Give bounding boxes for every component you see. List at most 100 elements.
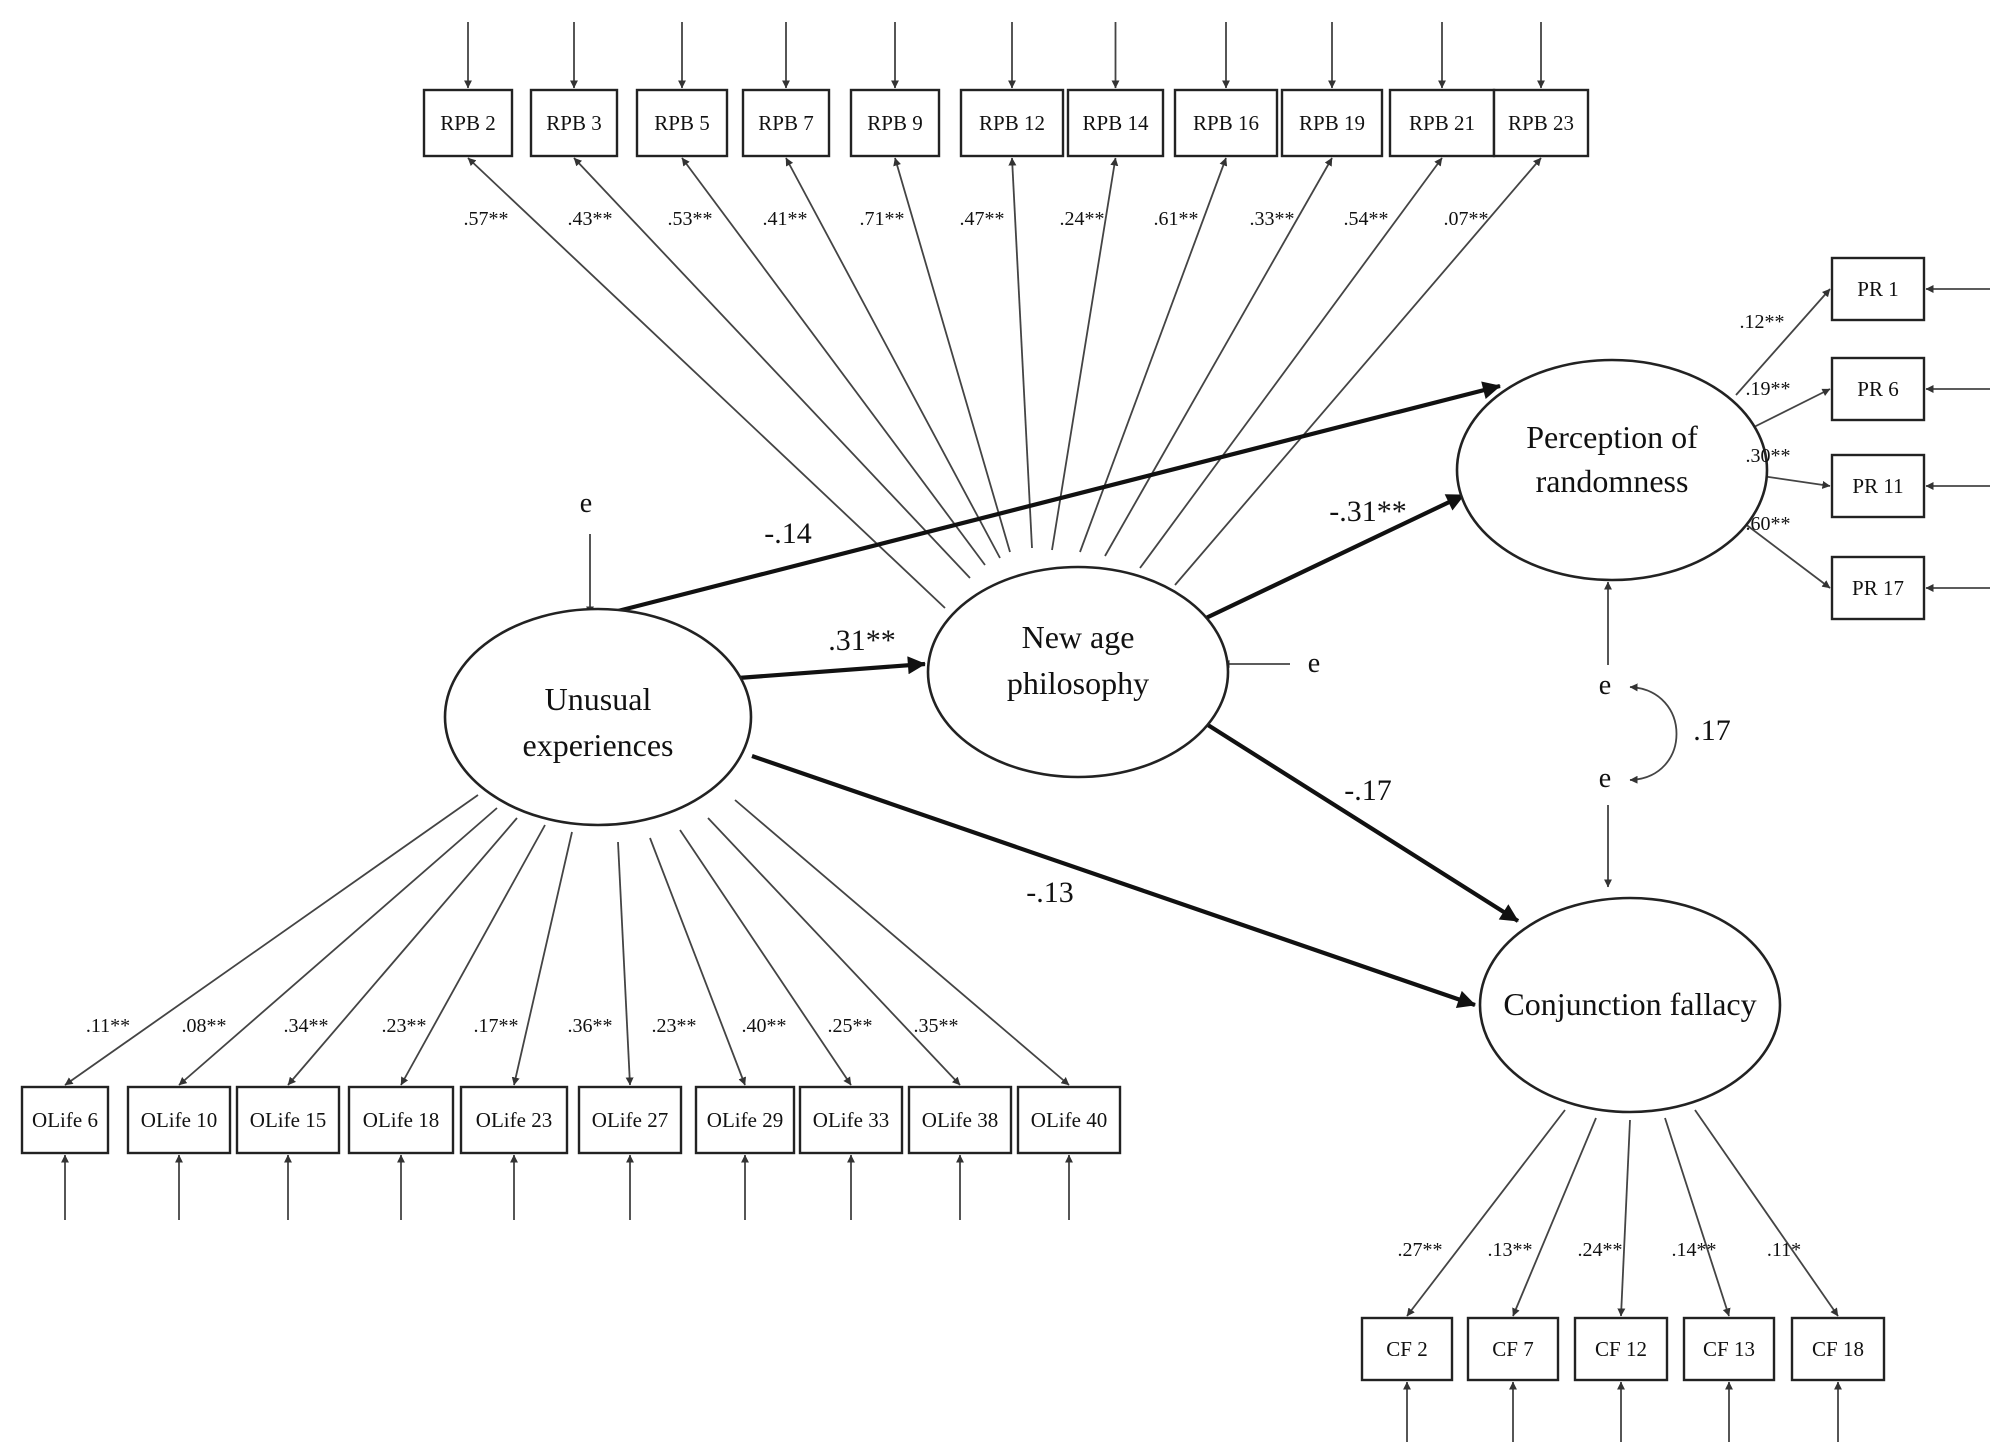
indicator-box-rpb-2 <box>422 88 514 158</box>
loading-label-pr-11: .30** <box>1746 445 1791 467</box>
loading-label-rpb-21: .54** <box>1344 208 1389 230</box>
loading-arrow-pr-6 <box>1747 388 1831 431</box>
loading-arrow-olife-33 <box>679 829 852 1086</box>
loading-arrow-pr-1 <box>1735 288 1831 396</box>
coef-na-to-pr: -.31** <box>1329 495 1407 528</box>
indicator-box-cf-2 <box>1360 1316 1454 1382</box>
indicator-box-rpb-12 <box>959 88 1065 158</box>
coef-ue-to-pr: -.14 <box>764 517 812 550</box>
loading-arrow-rpb-19 <box>1104 157 1333 557</box>
indicator-box-rpb-5 <box>635 88 729 158</box>
latent-unusual-label-2: experiences <box>522 727 673 763</box>
structural-error-arrows <box>586 534 1678 888</box>
indicator-box-cf-7 <box>1466 1316 1560 1382</box>
indicator-label-cf-7: CF 7 <box>1492 1337 1533 1361</box>
structural-paths <box>609 381 1520 1008</box>
loading-arrow-olife-10 <box>178 807 498 1086</box>
loading-arrow-cf-18 <box>1694 1109 1839 1317</box>
indicator-label-olife-18: OLife 18 <box>363 1108 439 1132</box>
indicator-box-olife-29 <box>694 1085 796 1155</box>
loading-arrow-olife-6 <box>64 794 479 1086</box>
indicator-box-olife-18 <box>347 1085 455 1155</box>
indicator-box-rpb-7 <box>741 88 831 158</box>
indicator-box-olife-15 <box>235 1085 341 1155</box>
latent-unusual-experiences <box>443 607 753 827</box>
latent-perception-of-randomness <box>1455 358 1769 582</box>
indicator-label-olife-29: OLife 29 <box>707 1108 783 1132</box>
loading-arrow-rpb-14 <box>1051 157 1119 551</box>
latent-conjunction-fallacy <box>1478 896 1782 1114</box>
loading-label-pr-1: .12** <box>1740 311 1785 333</box>
indicator-label-rpb-2: RPB 2 <box>440 111 495 135</box>
loading-arrow-olife-29 <box>649 837 747 1086</box>
indicator-label-rpb-19: RPB 19 <box>1299 111 1365 135</box>
loading-arrow-olife-23 <box>511 831 573 1086</box>
indicator-label-cf-12: CF 12 <box>1595 1337 1647 1361</box>
indicator-box-rpb-14 <box>1066 88 1165 158</box>
latent-perception-label-1: Perception of <box>1526 419 1698 455</box>
loading-label-olife-33: .40** <box>742 1015 787 1037</box>
latent-newage-label-1: New age <box>1022 619 1135 655</box>
indicator-box-pr-1 <box>1830 256 1926 322</box>
indicator-label-rpb-16: RPB 16 <box>1193 111 1259 135</box>
indicator-box-olife-38 <box>907 1085 1013 1155</box>
loading-label-olife-38: .25** <box>828 1015 873 1037</box>
loading-arrow-rpb-23 <box>1174 157 1542 586</box>
loading-label-olife-23: .17** <box>474 1015 519 1037</box>
latent-variables: Unusual experiences New age philosophy P… <box>443 358 1782 1114</box>
indicator-box-rpb-16 <box>1173 88 1279 158</box>
loading-label-rpb-12: .47** <box>960 208 1005 230</box>
indicator-box-olife-10 <box>126 1085 232 1155</box>
loading-arrow-rpb-7 <box>785 157 1001 559</box>
indicator-box-rpb-19 <box>1280 88 1384 158</box>
indicator-box-cf-12 <box>1573 1316 1669 1382</box>
loading-label-rpb-14: .24** <box>1060 208 1105 230</box>
indicator-box-olife-40 <box>1016 1085 1122 1155</box>
loading-label-rpb-3: .43** <box>568 208 613 230</box>
indicator-box-pr-6 <box>1830 356 1926 422</box>
path-ue-to-cf <box>751 754 1476 1008</box>
loading-arrow-olife-18 <box>400 824 546 1086</box>
indicator-label-olife-10: OLife 10 <box>141 1108 217 1132</box>
loading-label-rpb-5: .53** <box>668 208 713 230</box>
indicator-box-olife-6 <box>20 1085 110 1155</box>
indicator-label-pr-1: PR 1 <box>1857 277 1898 301</box>
coef-na-to-cf: -.17 <box>1344 774 1392 807</box>
indicator-box-rpb-3 <box>529 88 619 158</box>
indicator-box-olife-23 <box>459 1085 569 1155</box>
loading-label-olife-15: .34** <box>284 1015 329 1037</box>
indicator-box-rpb-9 <box>849 88 941 158</box>
indicator-box-rpb-23 <box>1492 88 1590 158</box>
loading-label-cf-18: .11* <box>1767 1239 1801 1261</box>
loading-label-rpb-23: .07** <box>1444 208 1489 230</box>
indicator-box-pr-11 <box>1830 453 1926 519</box>
loading-label-olife-6: .11** <box>86 1015 130 1037</box>
indicator-label-cf-13: CF 13 <box>1703 1337 1755 1361</box>
coef-ue-to-na: .31** <box>828 624 896 657</box>
loading-arrow-cf-12 <box>1617 1119 1631 1317</box>
loading-arrow-rpb-12 <box>1008 157 1033 549</box>
loading-label-cf-12: .24** <box>1578 1239 1623 1261</box>
loading-label-olife-27: .36** <box>568 1015 613 1037</box>
indicator-label-rpb-14: RPB 14 <box>1083 111 1149 135</box>
loading-label-rpb-7: .41** <box>763 208 808 230</box>
path-na-to-pr <box>1205 493 1465 620</box>
error-label-ue: e <box>580 488 592 519</box>
loading-arrow-rpb-3 <box>573 157 971 579</box>
error-label-pr: e <box>1599 670 1611 701</box>
indicator-box-pr-17 <box>1830 555 1926 621</box>
indicator-label-cf-2: CF 2 <box>1386 1337 1427 1361</box>
indicator-box-cf-18 <box>1790 1316 1886 1382</box>
loading-arrow-cf-2 <box>1406 1109 1566 1317</box>
loading-label-pr-6: .19** <box>1746 378 1791 400</box>
indicator-label-pr-17: PR 17 <box>1852 576 1904 600</box>
latent-new-age-philosophy <box>926 565 1230 779</box>
indicator-label-olife-33: OLife 33 <box>813 1108 889 1132</box>
loading-labels: .57**.43**.53**.41**.71**.47**.24**.61**… <box>86 208 1801 1261</box>
loading-arrow-cf-7 <box>1512 1117 1597 1317</box>
latent-perception-label-2: randomness <box>1536 463 1689 499</box>
error-label-na: e <box>1308 648 1320 679</box>
latent-conjunction-label: Conjunction fallacy <box>1503 986 1756 1022</box>
